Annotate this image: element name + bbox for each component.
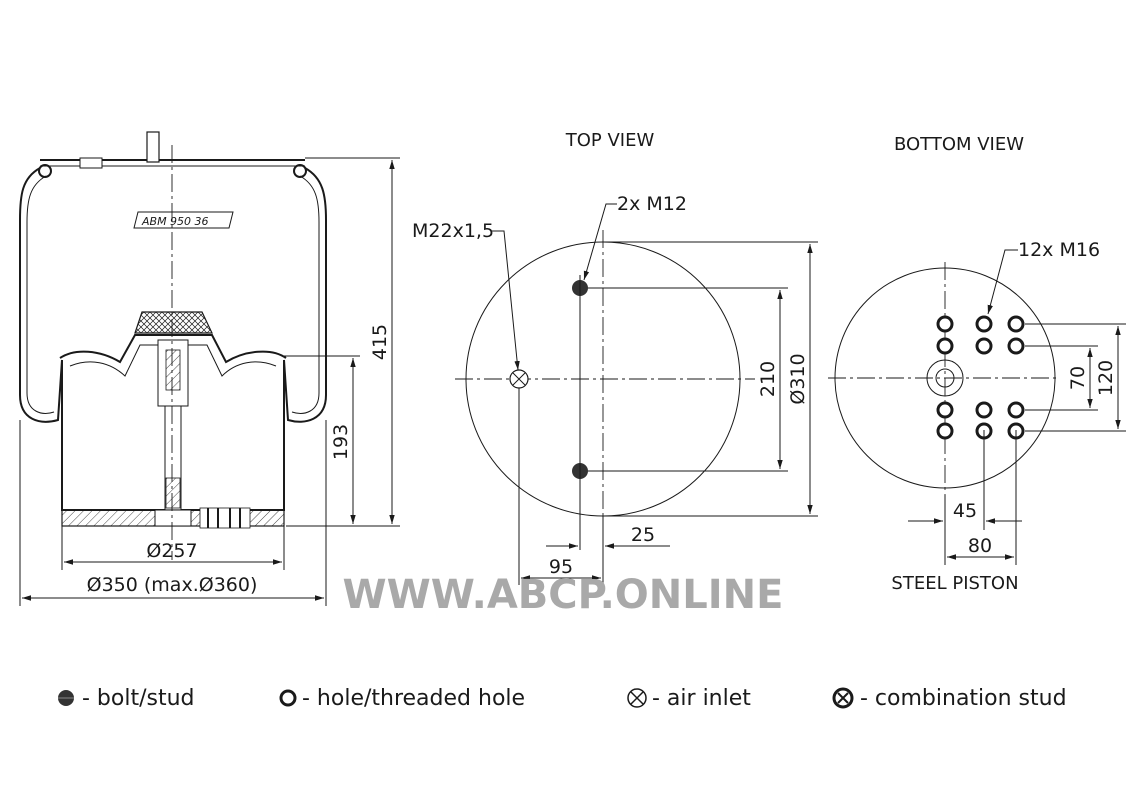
callout-m22: M22x1,5 [412,220,494,242]
top-stud [146,131,160,163]
model-label: ABM 950 36 [141,215,209,228]
threaded-hole-2 [975,315,993,333]
dim-257: Ø257 [146,540,197,562]
dim-80: 80 [968,535,992,557]
callout-2xm12: 2x M12 [617,193,687,215]
bellow-left [19,167,63,423]
air-inlet-symbol [509,369,529,389]
side-view: ABM 950 36 415 193 Ø257 [19,131,400,606]
threaded-hole-10 [936,422,954,440]
bottom-view-title: BOTTOM VIEW [894,134,1024,155]
dim-45: 45 [953,500,977,522]
legend-air-inlet-label: - air inlet [652,686,751,711]
steel-piston-label: STEEL PISTON [891,573,1018,594]
threaded-hole-4 [936,337,954,355]
threaded-hole-5 [975,337,993,355]
dim-70: 70 [1067,366,1089,390]
watermark: WWW.ABCP.ONLINE [343,572,784,618]
legend-bolt-stud-label: - bolt/stud [82,686,195,711]
dim-350: Ø350 (max.Ø360) [87,574,258,596]
bolt-stud-icon [58,690,74,706]
threaded-hole-6 [1007,337,1025,355]
dim-25: 25 [631,524,655,546]
legend-hole-label: - hole/threaded hole [302,686,525,711]
dim-415: 415 [369,324,391,360]
air-inlet-icon [627,688,647,708]
threaded-hole-9 [1007,401,1025,419]
dim-210: 210 [757,361,779,397]
right-bead [293,164,307,178]
threaded-hole-8 [975,401,993,419]
left-bead [38,164,52,178]
top-view-title: TOP VIEW [565,130,655,151]
combination-stud-icon [832,687,854,709]
dim-193: 193 [330,424,352,460]
legend: - bolt/stud - hole/threaded hole - air i… [58,686,1067,711]
bellow-right [283,167,327,423]
hole-icon [279,689,297,707]
bumper [134,311,213,334]
threaded-hole-3 [1007,315,1025,333]
top-view: TOP VIEW M22x1,5 2x M12 210 Ø310 25 [412,130,818,585]
dim-120: 120 [1095,360,1117,396]
threaded-hole-1 [936,315,954,333]
dim-310: Ø310 [787,353,809,404]
hole-pattern [936,315,1025,440]
dim-95: 95 [549,556,573,578]
piston-top [59,334,287,364]
legend-combination-stud-label: - combination stud [860,686,1067,711]
threaded-hole-7 [936,401,954,419]
model-label-box [133,211,234,229]
callout-12xm16: 12x M16 [1018,239,1100,261]
bottom-view: BOTTOM VIEW 12x M16 70 120 45 80 STEEL P… [828,134,1126,594]
